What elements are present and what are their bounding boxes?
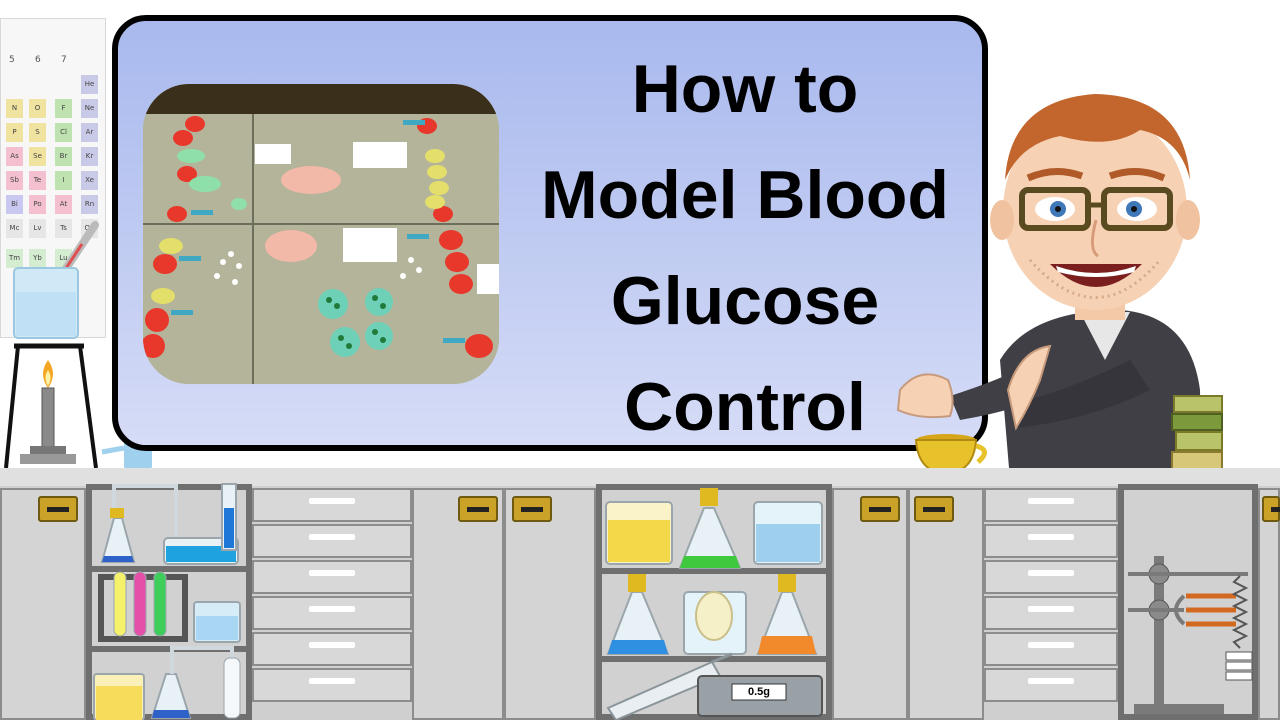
book-stack-icon bbox=[1171, 395, 1223, 471]
thermometer-beaker-illustration bbox=[13, 221, 99, 339]
cabinet-handle bbox=[38, 496, 78, 522]
title-line: Control bbox=[624, 369, 866, 445]
video-title: How to Model Blood Glucose Control bbox=[500, 36, 990, 460]
element-cell: Te bbox=[29, 171, 46, 190]
element-cell: Mc bbox=[6, 219, 23, 238]
element-cell: At bbox=[55, 195, 72, 214]
element-cell: Lv bbox=[29, 219, 46, 238]
element-cell: Rn bbox=[81, 195, 98, 214]
drawer bbox=[984, 668, 1118, 702]
element-cell: Se bbox=[29, 147, 46, 166]
scale-reading: 0.5g bbox=[747, 686, 770, 698]
element-cell: Ar bbox=[81, 123, 98, 142]
blood-glucose-model-photo bbox=[143, 84, 499, 384]
group-number: 7 bbox=[61, 55, 67, 65]
drawer bbox=[252, 668, 412, 702]
element-cell: I bbox=[55, 171, 72, 190]
open-shelf-unit bbox=[1118, 484, 1258, 720]
cabinet-door bbox=[412, 488, 504, 720]
element-cell: As bbox=[6, 147, 23, 166]
cabinet-handle bbox=[458, 496, 498, 522]
element-cell: Br bbox=[55, 147, 72, 166]
cabinet-door bbox=[908, 488, 984, 720]
element-cell: P bbox=[6, 123, 23, 142]
element-cell: F bbox=[55, 99, 72, 118]
cabinet-handle bbox=[512, 496, 552, 522]
middle-shelf-glassware bbox=[605, 488, 823, 720]
drawer bbox=[252, 596, 412, 630]
title-line: Glucose bbox=[610, 263, 880, 339]
cabinet-door bbox=[0, 488, 86, 720]
left-shelf-glassware bbox=[93, 483, 241, 720]
shelf bbox=[86, 646, 252, 652]
element-cell: Kr bbox=[81, 147, 98, 166]
drawer bbox=[984, 488, 1118, 522]
group-number: 6 bbox=[35, 55, 41, 65]
element-cell: S bbox=[29, 123, 46, 142]
shelf bbox=[596, 656, 832, 662]
cabinet-handle bbox=[860, 496, 900, 522]
element-cell: O bbox=[29, 99, 46, 118]
drawer bbox=[984, 632, 1118, 666]
element-cell: Cl bbox=[55, 123, 72, 142]
element-cell: N bbox=[6, 99, 23, 118]
element-cell: Po bbox=[29, 195, 46, 214]
cabinet-handle bbox=[914, 496, 954, 522]
drawer bbox=[252, 524, 412, 558]
element-cell: Ne bbox=[81, 99, 98, 118]
element-cell: Tm bbox=[6, 249, 23, 268]
cabinet-door bbox=[1258, 488, 1280, 720]
element-cell: Yb bbox=[29, 249, 46, 268]
drawer bbox=[984, 524, 1118, 558]
element-cell: Xe bbox=[81, 171, 98, 190]
presenter-avatar bbox=[896, 94, 1202, 480]
shelf bbox=[86, 566, 252, 572]
drawer bbox=[984, 596, 1118, 630]
cabinet-door bbox=[504, 488, 596, 720]
element-cell: He bbox=[81, 75, 98, 94]
title-line: Model Blood bbox=[541, 157, 949, 233]
drawer bbox=[984, 560, 1118, 594]
group-number: 5 bbox=[9, 55, 15, 65]
element-cell: Bi bbox=[6, 195, 23, 214]
teacup-icon bbox=[914, 434, 987, 476]
cabinet-handle bbox=[1262, 496, 1280, 522]
cabinet-door bbox=[832, 488, 908, 720]
drawer bbox=[252, 488, 412, 522]
clamp-stand-spring-icon bbox=[1128, 556, 1253, 714]
element-cell: Ts bbox=[55, 219, 72, 238]
bunsen-burner-icon bbox=[4, 343, 98, 469]
drawer bbox=[252, 560, 412, 594]
shelf bbox=[596, 568, 832, 574]
model-photo bbox=[143, 84, 499, 384]
title-line: How to bbox=[631, 51, 859, 127]
element-cell: Sb bbox=[6, 171, 23, 190]
drawer bbox=[252, 632, 412, 666]
